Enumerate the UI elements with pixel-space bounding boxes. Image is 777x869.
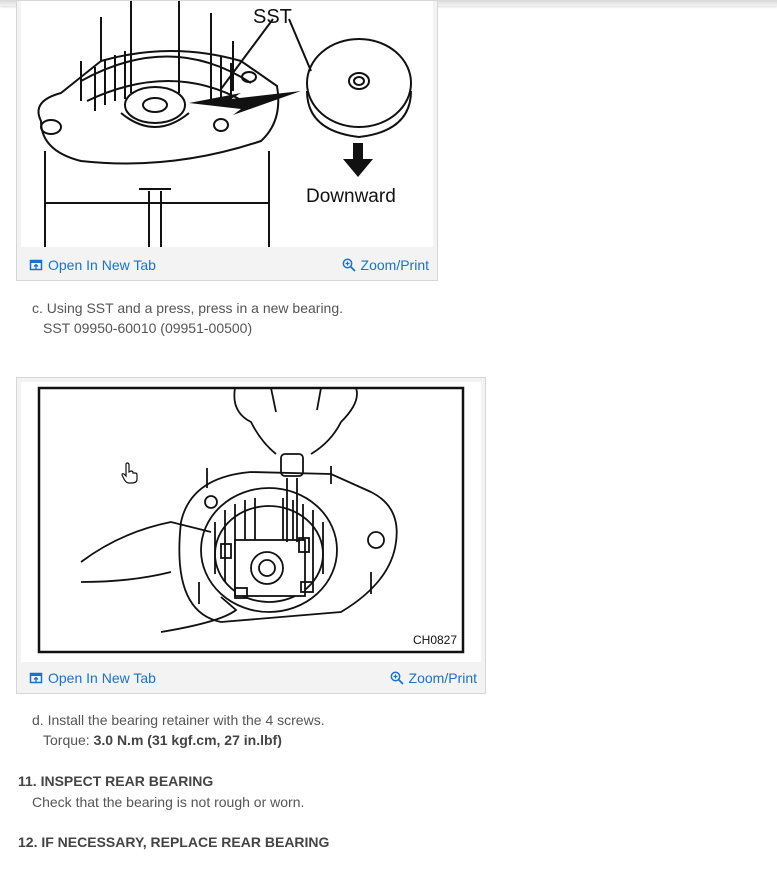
figure-toolbar: Open In New Tab Zoom/Print	[17, 663, 485, 693]
open-new-tab-label: Open In New Tab	[48, 257, 156, 273]
torque-label: Torque:	[43, 732, 90, 748]
torque-value: 3.0 N.m (31 kgf.cm, 27 in.lbf)	[93, 732, 282, 748]
open-new-tab-link[interactable]: Open In New Tab	[29, 670, 156, 686]
figure-install-retainer-illustration: CH0827	[21, 382, 481, 662]
figure-install-retainer: CH0827 Open In New Tab Zoom/Print	[16, 377, 486, 694]
sst-label: SST	[253, 6, 292, 28]
zoom-print-label: Zoom/Print	[408, 670, 477, 686]
figure-toolbar: Open In New Tab Zoom/Print	[17, 250, 437, 280]
figure-press-bearing-illustration: SST Downward	[21, 1, 433, 247]
section-12-heading: 12. IF NECESSARY, REPLACE REAR BEARING	[18, 834, 330, 850]
zoom-in-icon	[390, 671, 404, 685]
section-11-text: Check that the bearing is not rough or w…	[32, 794, 305, 810]
open-new-tab-icon	[29, 259, 43, 271]
hand-pointer-cursor-icon	[121, 462, 138, 484]
zoom-print-link[interactable]: Zoom/Print	[342, 257, 429, 273]
zoom-print-label: Zoom/Print	[360, 257, 429, 273]
press-bearing-diagram: SST Downward	[37, 1, 412, 247]
install-retainer-diagram: CH0827	[37, 386, 465, 654]
open-new-tab-icon	[29, 672, 43, 684]
zoom-in-icon	[342, 258, 356, 272]
figure-press-bearing: SST Downward Open In New Tab Zoom/Print	[16, 0, 438, 281]
open-new-tab-label: Open In New Tab	[48, 670, 156, 686]
section-11-heading: 11. INSPECT REAR BEARING	[18, 773, 214, 789]
zoom-print-link[interactable]: Zoom/Print	[390, 670, 477, 686]
step-d-torque: Torque: 3.0 N.m (31 kgf.cm, 27 in.lbf)	[43, 730, 282, 750]
open-new-tab-link[interactable]: Open In New Tab	[29, 257, 156, 273]
figure-code-label: CH0827	[413, 633, 457, 647]
step-d-line1: d. Install the bearing retainer with the…	[32, 712, 325, 728]
downward-label: Downward	[306, 186, 396, 207]
step-c-line1: c. Using SST and a press, press in a new…	[32, 300, 344, 316]
step-c-sst: SST 09950-60010 (09951-00500)	[43, 320, 253, 336]
